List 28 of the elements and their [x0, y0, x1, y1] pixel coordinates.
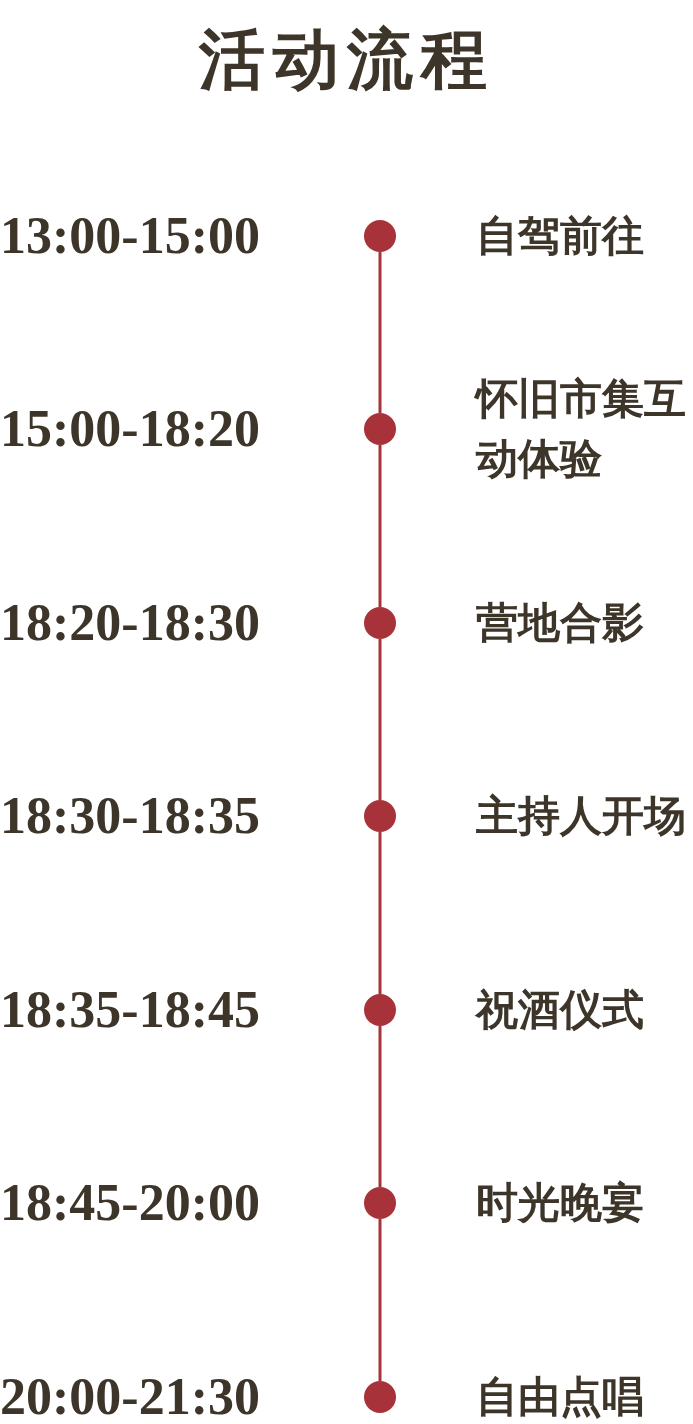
time-range: 18:45-20:00	[0, 1173, 261, 1233]
timeline-line	[378, 445, 382, 607]
activity-label: 营地合影	[476, 597, 645, 649]
timeline-line	[378, 832, 382, 994]
timeline-line	[378, 1219, 382, 1381]
time-range: 15:00-18:20	[0, 399, 261, 459]
activity-label: 自由点唱	[476, 1371, 645, 1423]
timeline-line	[378, 639, 382, 800]
timeline-dot	[364, 994, 396, 1026]
timeline-dot	[364, 220, 396, 252]
time-range: 18:20-18:30	[0, 593, 261, 653]
time-range: 13:00-15:00	[0, 206, 261, 266]
time-range: 20:00-21:30	[0, 1367, 261, 1424]
title: 活动流程	[197, 20, 496, 100]
activity-label: 时光晚宴	[476, 1177, 645, 1229]
activity-label: 主持人开场	[476, 790, 687, 842]
timeline-line	[378, 1026, 382, 1187]
timeline-dot	[364, 800, 396, 832]
activity-label: 自驾前往	[476, 210, 645, 262]
timeline-dot	[364, 1187, 396, 1219]
timeline-dot	[364, 607, 396, 639]
timeline-dot	[364, 413, 396, 445]
timeline-line	[378, 252, 382, 413]
activity-label: 祝酒仪式	[476, 984, 645, 1036]
timeline-dot	[364, 1381, 396, 1413]
activity-label: 怀旧市集互动体验	[476, 373, 687, 485]
time-range: 18:30-18:35	[0, 786, 261, 846]
time-range: 18:35-18:45	[0, 980, 261, 1040]
